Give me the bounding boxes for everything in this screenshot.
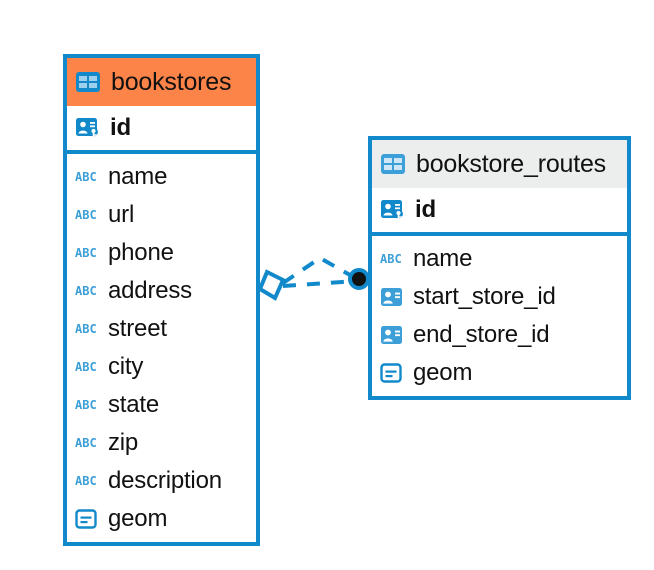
svg-text:ABC: ABC <box>75 398 97 412</box>
abc-string-icon: ABC <box>75 436 99 450</box>
entity-title: bookstores <box>111 67 232 96</box>
field-row[interactable]: geom <box>372 354 627 392</box>
abc-string-icon: ABC <box>75 208 99 222</box>
field-label: geom <box>413 359 473 386</box>
field-row[interactable]: geom <box>67 500 256 538</box>
primary-key-row-bookstore-routes[interactable]: id <box>372 188 627 236</box>
field-row[interactable]: ABC state <box>67 386 256 424</box>
field-row[interactable]: end_store_id <box>372 316 627 354</box>
primary-key-icon <box>380 197 406 223</box>
hollow-diamond-marker <box>257 269 286 301</box>
abc-string-icon: ABC <box>75 322 99 336</box>
abc-string-icon: ABC <box>75 246 99 260</box>
relationship-line-lower <box>282 279 358 288</box>
abc-string-icon: ABC <box>75 474 99 488</box>
geometry-icon <box>75 508 99 530</box>
svg-text:ABC: ABC <box>380 252 402 266</box>
abc-string-icon: ABC <box>75 360 99 374</box>
filled-circle-marker <box>348 268 370 290</box>
abc-string-icon: ABC <box>75 284 99 298</box>
table-icon <box>380 153 406 175</box>
foreign-key-icon <box>380 324 404 346</box>
field-row[interactable]: ABC phone <box>67 234 256 272</box>
geometry-icon <box>380 362 404 384</box>
entity-bookstores[interactable]: bookstores id <box>63 54 260 546</box>
svg-text:ABC: ABC <box>75 284 97 298</box>
field-row[interactable]: ABC address <box>67 272 256 310</box>
svg-text:ABC: ABC <box>75 474 97 488</box>
svg-text:ABC: ABC <box>75 360 97 374</box>
entity-title: bookstore_routes <box>416 149 606 178</box>
field-label: name <box>108 163 168 190</box>
svg-text:ABC: ABC <box>75 208 97 222</box>
field-row[interactable]: id <box>372 188 627 232</box>
entity-header-bookstores[interactable]: bookstores <box>67 58 256 106</box>
field-label: end_store_id <box>413 321 550 348</box>
field-label: address <box>108 277 192 304</box>
svg-text:ABC: ABC <box>75 322 97 336</box>
field-label: city <box>108 353 144 380</box>
foreign-key-icon <box>380 286 404 308</box>
table-icon <box>75 71 101 93</box>
field-row[interactable]: ABC street <box>67 310 256 348</box>
field-label: description <box>108 467 222 494</box>
field-row[interactable]: ABC name <box>372 240 627 278</box>
abc-string-icon: ABC <box>75 170 99 184</box>
field-row[interactable]: id <box>67 106 256 150</box>
field-row[interactable]: ABC description <box>67 462 256 500</box>
entity-bookstore-routes[interactable]: bookstore_routes <box>368 136 631 400</box>
svg-text:ABC: ABC <box>75 436 97 450</box>
field-label: start_store_id <box>413 283 556 310</box>
relationship-line-upper <box>281 255 358 285</box>
abc-string-icon: ABC <box>380 252 404 266</box>
field-label: street <box>108 315 167 342</box>
svg-text:ABC: ABC <box>75 170 97 184</box>
abc-string-icon: ABC <box>75 398 99 412</box>
field-label: phone <box>108 239 174 266</box>
field-label: id <box>415 196 436 223</box>
field-label: state <box>108 391 160 418</box>
entity-header-bookstore-routes[interactable]: bookstore_routes <box>372 140 627 188</box>
field-row[interactable]: start_store_id <box>372 278 627 316</box>
field-label: url <box>108 201 135 228</box>
field-row[interactable]: ABC zip <box>67 424 256 462</box>
field-label: geom <box>108 505 168 532</box>
primary-key-row-bookstores[interactable]: id <box>67 106 256 154</box>
field-list-bookstores: ABC name ABC url ABC pho <box>67 154 256 544</box>
field-row[interactable]: ABC name <box>67 158 256 196</box>
field-label: name <box>413 245 473 272</box>
field-row[interactable]: ABC url <box>67 196 256 234</box>
field-label: zip <box>108 429 139 456</box>
field-list-bookstore-routes: ABC name start_store_id <box>372 236 627 398</box>
field-label: id <box>110 114 131 141</box>
primary-key-icon <box>75 115 101 141</box>
svg-text:ABC: ABC <box>75 246 97 260</box>
field-row[interactable]: ABC city <box>67 348 256 386</box>
